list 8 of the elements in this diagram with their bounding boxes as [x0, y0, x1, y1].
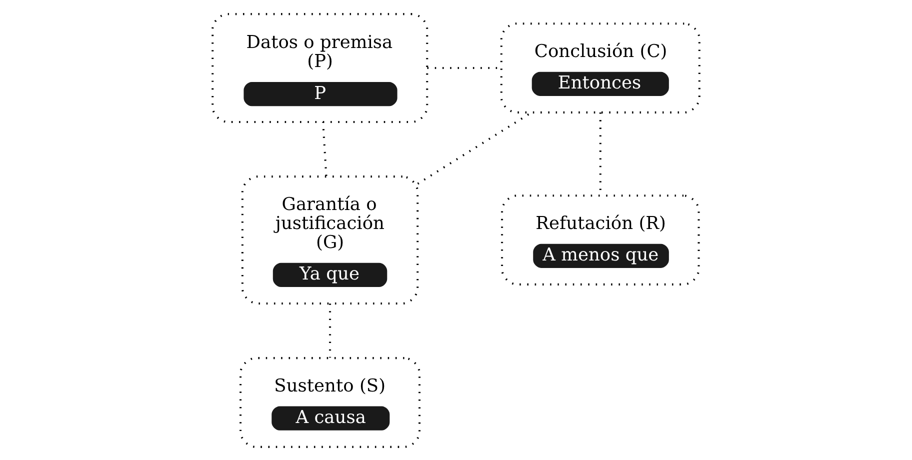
node-box: Datos o premisa (P) P	[212, 12, 428, 122]
connector	[329, 303, 332, 358]
node-box: Garantía o justificación (G) Ya que	[241, 175, 419, 304]
connector	[322, 121, 328, 176]
node-box: Conclusión (C) Entonces	[500, 22, 700, 113]
connector	[417, 111, 532, 184]
node-box: Refutación (R) A menos que	[501, 194, 700, 285]
node-box: Sustento (S) A causa	[240, 356, 421, 448]
